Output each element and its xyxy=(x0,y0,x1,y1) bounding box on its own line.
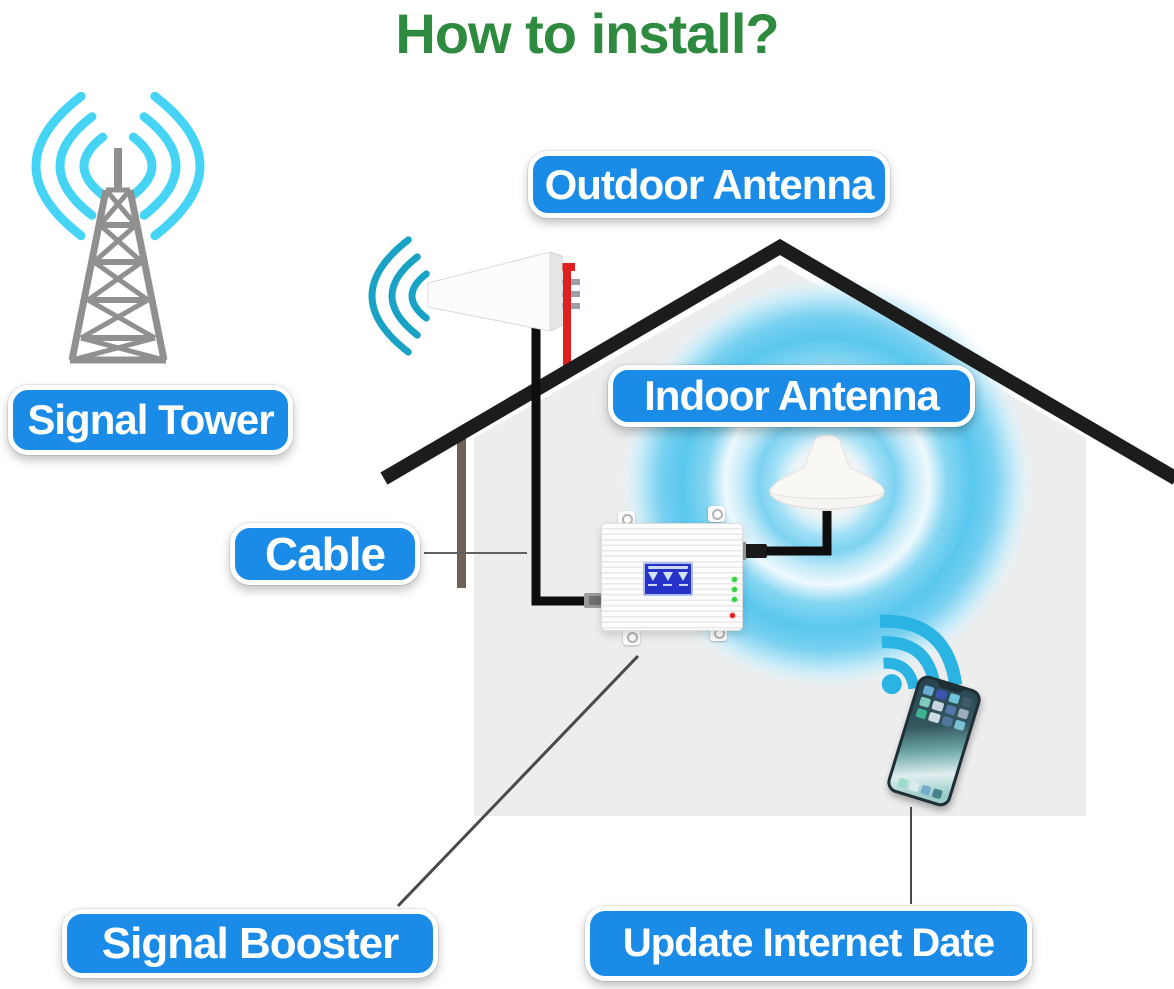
signal-booster-icon xyxy=(601,505,743,650)
booster-callout-line xyxy=(396,654,640,908)
signal-tower-label: Signal Tower xyxy=(8,385,293,455)
signal-fan-icon xyxy=(678,572,689,581)
indoor-antenna-icon xyxy=(769,434,885,511)
signal-fan-icon xyxy=(647,572,658,581)
update-internet-date-label: Update Internet Date xyxy=(585,906,1032,981)
mount-tab xyxy=(623,629,640,645)
lcd-signal-fans xyxy=(645,572,691,581)
outdoor-antenna-icon xyxy=(427,251,563,332)
outdoor-antenna-label: Outdoor Antenna xyxy=(528,151,890,218)
outdoor-cable xyxy=(531,296,604,608)
signal-fan-icon xyxy=(662,572,673,581)
antenna-mast-pole xyxy=(457,438,466,588)
lcd-band-bars xyxy=(645,584,691,586)
status-led-green xyxy=(732,577,737,582)
status-led-red xyxy=(730,613,735,618)
tower-waves-icon xyxy=(31,91,205,241)
signal-booster-label: Signal Booster xyxy=(62,909,438,978)
outdoor-antenna-pole xyxy=(554,263,580,372)
status-led-green xyxy=(732,587,737,592)
roof-lines xyxy=(380,238,1174,485)
status-led-green xyxy=(732,597,737,602)
lcd-header-bar xyxy=(648,566,688,569)
outdoor-signal-waves-icon xyxy=(368,236,430,356)
indoor-antenna-label: Indoor Antenna xyxy=(608,365,975,427)
page-title: How to install? xyxy=(395,2,779,65)
signal-tower-icon xyxy=(31,91,205,364)
phone-app-grid xyxy=(915,684,973,732)
cable-label: Cable xyxy=(230,523,420,585)
callout-lines xyxy=(396,552,912,908)
mount-tab xyxy=(708,506,725,522)
booster-lcd-display xyxy=(643,562,693,596)
